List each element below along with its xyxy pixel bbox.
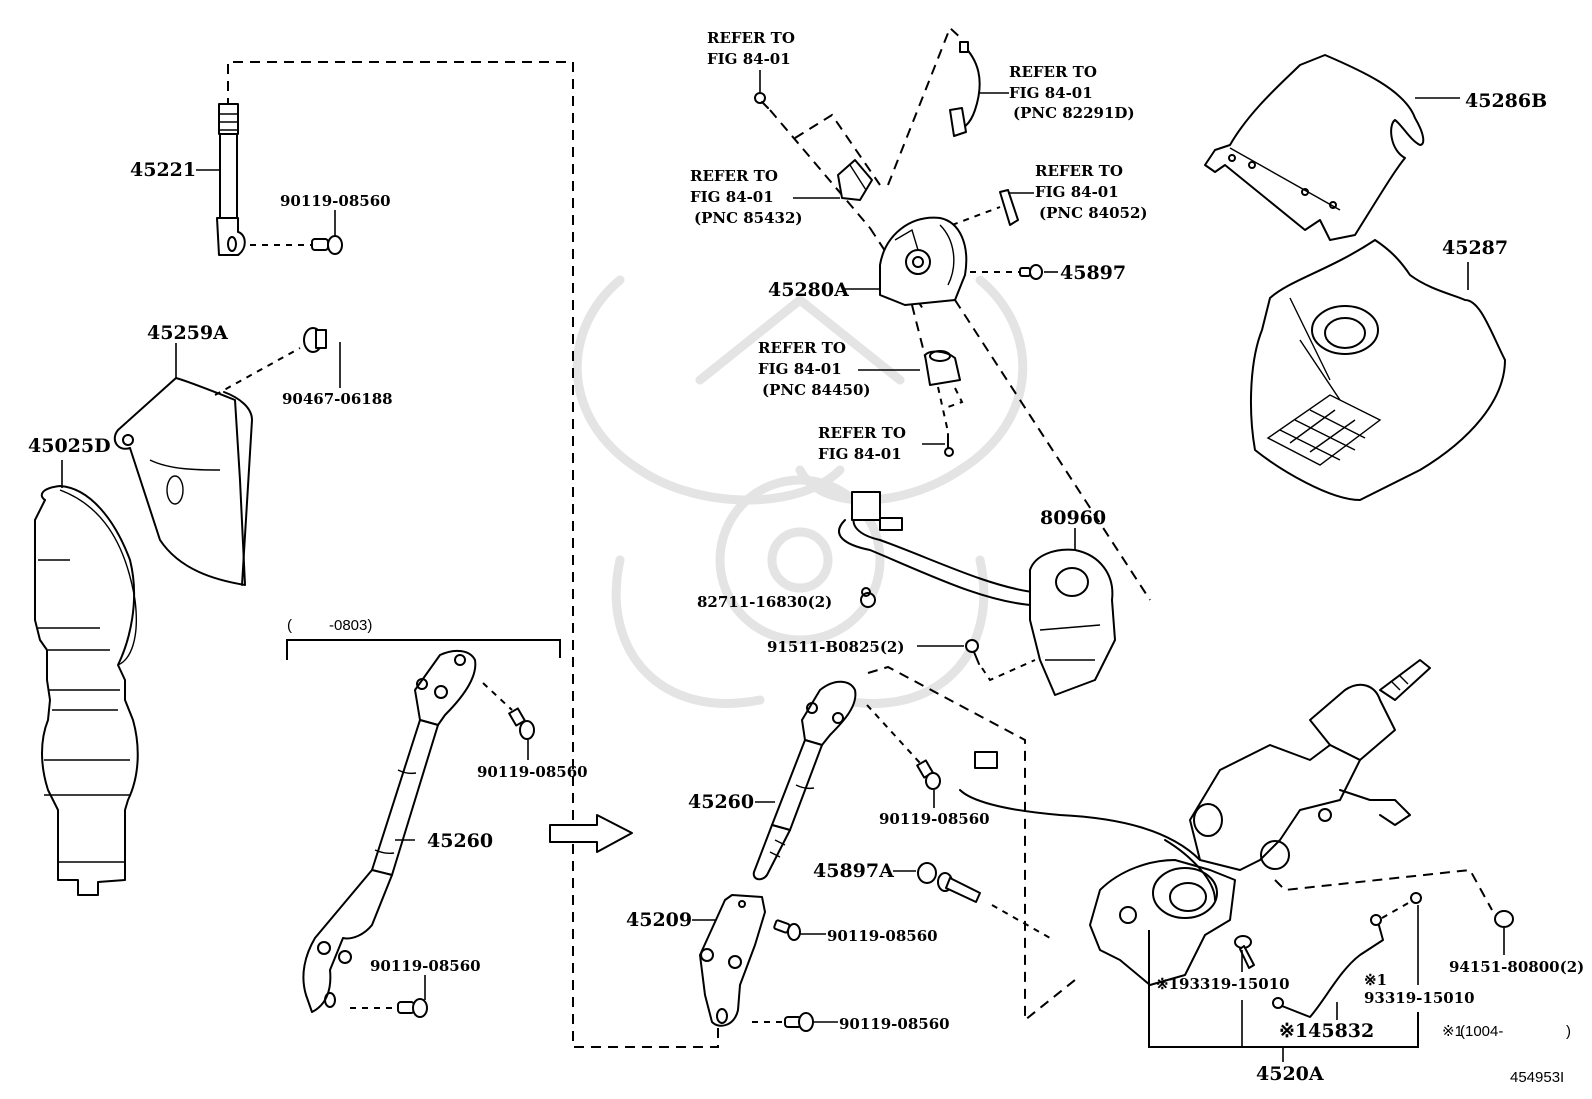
ref-label-3-line2: FIG 84-01 (690, 188, 774, 206)
clamp-82711-16830[interactable] (860, 587, 876, 608)
label-45209: 45209 (626, 909, 692, 931)
part-80960-motor-harness[interactable] (838, 491, 1116, 696)
bolt-90119-08560-right-a[interactable] (773, 919, 801, 941)
screw-45897[interactable] (1019, 264, 1043, 280)
bolt-93319-15010-a[interactable] (1234, 935, 1255, 969)
label-45287: 45287 (1442, 237, 1508, 259)
ref-label-2-line3: (PNC 82291D) (1013, 104, 1135, 122)
bolt-93319-15010-b[interactable] (1410, 892, 1422, 904)
part-45280A-assembly[interactable] (879, 216, 968, 306)
bolt-90119-08560-left-lower[interactable] (397, 998, 428, 1018)
part-45025D-boot[interactable] (34, 485, 139, 896)
ref-label-2-line2: FIG 84-01 (1009, 84, 1093, 102)
label-94151-80800: 94151-80800(2) (1449, 958, 1584, 976)
bolt-90119-08560-right-b[interactable] (784, 1012, 814, 1032)
ref-label-4-line3: (PNC 84052) (1039, 204, 1148, 222)
connector-pnc-84052[interactable] (999, 189, 1019, 226)
label-45221: 45221 (130, 159, 196, 181)
bolt-91511-B0825[interactable] (965, 639, 980, 665)
ref-label-5-line3: (PNC 84450) (762, 381, 871, 399)
label-90119-08560-right-a: 90119-08560 (827, 927, 938, 945)
part-45209-ujoint[interactable] (699, 894, 766, 1027)
label-45260-left: 45260 (427, 830, 493, 852)
screw-ref-1[interactable] (754, 92, 769, 109)
wire-45832[interactable] (1272, 914, 1384, 1018)
footnote-mark: ※1 (1442, 1023, 1463, 1040)
ref-label-3-line3: (PNC 85432) (694, 209, 803, 227)
bolt-90119-08560-left-upper[interactable] (508, 707, 535, 740)
label-4520A: 4520A (1256, 1063, 1324, 1085)
ref-label-2-line1: REFER TO (1009, 63, 1097, 81)
bolt-45897A[interactable] (917, 862, 981, 903)
ref-label-4-line1: REFER TO (1035, 162, 1123, 180)
part-45260-shaft-right[interactable] (752, 680, 857, 881)
label-45897: 45897 (1060, 262, 1126, 284)
switch-pnc-85432[interactable] (837, 159, 873, 201)
label-45259A: 45259A (147, 322, 228, 344)
part-45260-shaft-left[interactable] (302, 649, 477, 1013)
ref-label-5-line2: FIG 84-01 (758, 360, 842, 378)
bolt-90119-08560-right-mid[interactable] (916, 759, 941, 790)
harness-pnc-82291D[interactable] (949, 41, 981, 137)
label-91511-B0825: 91511-B0825(2) (767, 638, 904, 656)
label-93319-15010-b: 93319-15010 (1364, 989, 1475, 1007)
label-80960: 80960 (1040, 507, 1106, 529)
arrow-right-icon (549, 814, 633, 853)
label-90119-08560-right-mid: 90119-08560 (879, 810, 990, 828)
label-90119-08560-left-upper: 90119-08560 (477, 763, 588, 781)
ref-label-6-line2: FIG 84-01 (818, 445, 902, 463)
label-45897A: 45897A (813, 860, 894, 882)
part-45221-shaft[interactable] (216, 103, 246, 256)
screw-ref-6[interactable] (944, 433, 954, 457)
label-90119-08560-left-lower: 90119-08560 (370, 957, 481, 975)
ref-label-5-line1: REFER TO (758, 339, 846, 357)
watermark-logo (572, 275, 1028, 708)
part-steering-column-assembly[interactable] (1089, 659, 1431, 986)
label-93319-15010-b-mark: ※1 (1364, 971, 1387, 989)
label-82711-16830: 82711-16830(2) (697, 593, 832, 611)
bolt-90119-08560-top[interactable] (311, 235, 343, 255)
ref-label-3-line1: REFER TO (690, 167, 778, 185)
label-90119-08560-top: 90119-08560 (280, 192, 391, 210)
label-45025D: 45025D (28, 435, 111, 457)
dashed-link-main (227, 61, 719, 1048)
label-93319-15010-a: ※193319-15010 (1156, 975, 1290, 993)
label-45286B: 45286B (1465, 90, 1547, 112)
figure-id: 454953I (1510, 1069, 1564, 1086)
ref-label-1-line1: REFER TO (707, 29, 795, 47)
ref-label-6-line1: REFER TO (818, 424, 906, 442)
label-90119-08560-right-b: 90119-08560 (839, 1015, 950, 1033)
part-45286B-upper-cover[interactable] (1204, 54, 1425, 241)
footnote-range: (1004- (1460, 1023, 1503, 1040)
part-45259A-bracket[interactable] (113, 377, 253, 586)
range-label-0803: -0803) (329, 617, 372, 634)
label-45832: ※145832 (1279, 1020, 1374, 1042)
ref-label-1-line2: FIG 84-01 (707, 50, 791, 68)
range-bracket (286, 639, 561, 658)
label-45260-right: 45260 (688, 791, 754, 813)
nut-94151-80800[interactable] (1494, 910, 1514, 928)
footnote-close: ) (1566, 1023, 1571, 1040)
range-open-paren: ( (287, 617, 292, 634)
part-45287-lower-cover[interactable] (1250, 239, 1506, 501)
ref-label-4-line2: FIG 84-01 (1035, 183, 1119, 201)
sensor-pnc-84450[interactable] (924, 350, 961, 386)
label-45280A: 45280A (768, 279, 849, 301)
label-90467-06188: 90467-06188 (282, 390, 393, 408)
clip-90467-06188[interactable] (303, 327, 327, 353)
